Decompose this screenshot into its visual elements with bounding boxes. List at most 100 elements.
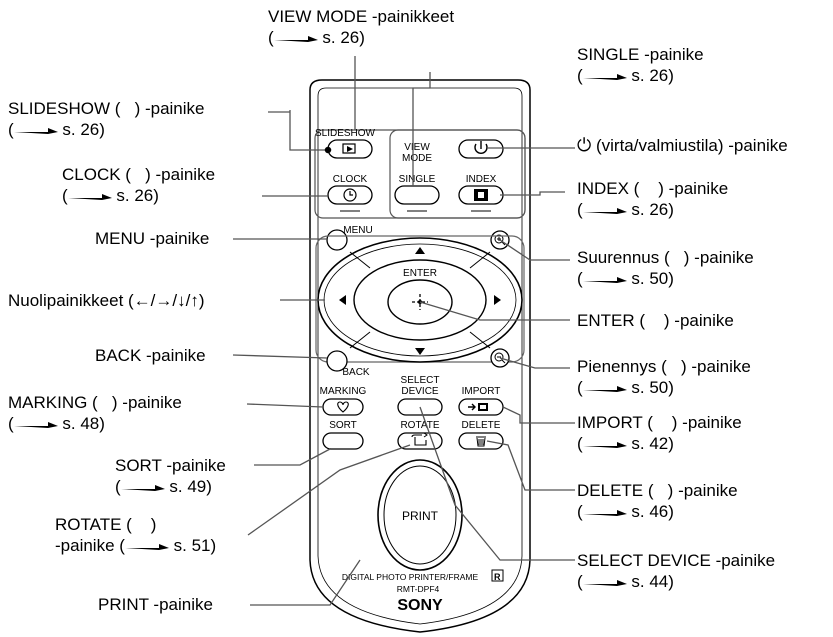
marking-text: MARKING ( ) -painike: [8, 393, 182, 412]
rotate-label: ROTATE: [400, 420, 439, 431]
zoom-out-text: Pienennys ( ) -painike: [577, 357, 751, 376]
delete-text: DELETE ( ) -painike: [577, 481, 738, 500]
annotation-view-mode: VIEW MODE -painikkeet ( s. 26): [268, 6, 454, 48]
power-text: (virta/valmiustila) -painike: [595, 136, 788, 155]
sort-text: SORT -painike: [115, 456, 226, 475]
power-icon: ⏻: [577, 135, 592, 155]
index-text: INDEX ( ) -painike: [577, 179, 729, 198]
arrow-right-icon: [13, 422, 58, 428]
delete-label: DELETE: [462, 420, 501, 431]
sort-ref: ( s. 49): [115, 477, 212, 496]
annotation-index: INDEX ( ) -painike ( s. 26): [577, 178, 728, 220]
annotation-single: SINGLE -painike ( s. 26): [577, 44, 704, 86]
single-label: SINGLE: [399, 174, 436, 185]
select-device-text: SELECT DEVICE -painike: [577, 551, 776, 570]
annotation-import: IMPORT ( ) -painike ( s. 42): [577, 412, 742, 454]
annotation-clock: CLOCK ( ) -painike ( s. 26): [62, 164, 215, 206]
arrow-right-icon: [582, 277, 627, 283]
slideshow-text: SLIDESHOW ( ) -painike: [8, 99, 205, 118]
print-button: [383, 465, 457, 565]
r-mark-icon: [491, 569, 504, 582]
arrow-right-icon: [494, 295, 501, 305]
index-label: INDEX: [466, 174, 497, 185]
menu-button: [326, 229, 348, 251]
single-button: [394, 185, 440, 205]
marking-label: MARKING: [320, 386, 367, 397]
sort-label: SORT: [329, 420, 357, 431]
arrow-right-icon: [120, 485, 165, 491]
arrow-right-icon: [582, 208, 627, 214]
view-mode-ref: ( s. 26): [268, 28, 365, 47]
annotation-enter: ENTER ( ) -painike: [577, 310, 734, 331]
arrow-right-icon: [13, 128, 58, 134]
power-icon: [474, 141, 488, 154]
arrow-right-icon: [273, 36, 318, 42]
annotation-arrows: Nuolipainikkeet (←/→/↓/↑): [8, 290, 205, 311]
annotation-zoom-out: Pienennys ( ) -painike ( s. 50): [577, 356, 751, 398]
menu-label: MENU: [343, 225, 372, 236]
annotation-menu: MENU -painike: [95, 228, 209, 249]
select-device-ref: ( s. 44): [577, 572, 674, 591]
arrow-right-icon: [582, 442, 627, 448]
sort-button: [322, 432, 364, 450]
annotation-back: BACK -painike: [95, 345, 206, 366]
arrow-right-icon: [582, 74, 627, 80]
brand-label: SONY: [397, 597, 443, 614]
single-text: SINGLE -painike: [577, 45, 704, 64]
back-label: BACK: [342, 367, 370, 378]
select-label-1: SELECT: [401, 375, 440, 386]
slideshow-icon: [342, 143, 356, 154]
remote-labels: SLIDESHOW VIEW MODE CLOCK SINGLE INDEX M…: [315, 128, 501, 614]
annotation-zoom-in: Suurennus ( ) -painike ( s. 50): [577, 247, 754, 289]
annotation-rotate: ROTATE ( ) -painike ( s. 51): [55, 514, 216, 556]
trash-icon: [476, 436, 486, 447]
model-label-2: RMT-DPF4: [397, 584, 440, 594]
slideshow-label: SLIDESHOW: [315, 128, 376, 139]
annotation-slideshow: SLIDESHOW ( ) -painike ( s. 26): [8, 98, 205, 140]
enter-text: ENTER ( ) -painike: [577, 311, 734, 330]
zoom-out-ref: ( s. 50): [577, 378, 674, 397]
annotation-print: PRINT -painike: [98, 594, 213, 615]
marking-ref: ( s. 48): [8, 414, 105, 433]
arrow-right-icon: [67, 194, 112, 200]
import-label: IMPORT: [462, 386, 501, 397]
rotate-text: ROTATE ( ): [55, 515, 157, 534]
svg-text:R: R: [494, 572, 501, 582]
annotation-power: ⏻ (virta/valmiustila) -painike: [577, 135, 788, 156]
zoom-in-text: Suurennus ( ) -painike: [577, 248, 754, 267]
arrow-right-icon: [582, 580, 627, 586]
import-icon: [468, 403, 476, 411]
model-label-1: DIGITAL PHOTO PRINTER/FRAME: [342, 572, 479, 582]
annotation-delete: DELETE ( ) -painike ( s. 46): [577, 480, 738, 522]
annotation-sort: SORT -painike ( s. 49): [115, 455, 226, 497]
rotate-icon: [411, 434, 427, 446]
arrow-right-icon: [582, 386, 627, 392]
zoom-in-ref: ( s. 50): [577, 269, 674, 288]
delete-ref: ( s. 46): [577, 502, 674, 521]
arrow-right-icon: [582, 510, 627, 516]
select-label-2: DEVICE: [401, 386, 439, 397]
back-button: [326, 350, 348, 372]
arrows-text: Nuolipainikkeet (←/→/↓/↑): [8, 291, 205, 310]
clock-ref: ( s. 26): [62, 186, 159, 205]
print-label: PRINT: [402, 509, 439, 523]
arrow-down-icon: [415, 348, 425, 355]
annotation-marking: MARKING ( ) -painike ( s. 48): [8, 392, 182, 434]
index-ref: ( s. 26): [577, 200, 674, 219]
heart-icon: [337, 401, 349, 413]
arrow-left-icon: [339, 295, 346, 305]
import-text: IMPORT ( ) -painike: [577, 413, 742, 432]
slideshow-ref: ( s. 26): [8, 120, 105, 139]
clock-icon: [343, 188, 357, 202]
menu-text: MENU -painike: [95, 229, 210, 248]
arrow-up-icon: [415, 247, 425, 254]
view-mode-label-1: VIEW: [404, 142, 430, 153]
arrow-right-icon: [124, 544, 169, 550]
clock-label: CLOCK: [333, 174, 368, 185]
back-text: BACK -painike: [95, 346, 206, 365]
rotate-ref: -painike ( s. 51): [55, 536, 217, 555]
enter-label: ENTER: [403, 268, 437, 279]
single-ref: ( s. 26): [577, 66, 674, 85]
view-mode-label-2: MODE: [402, 153, 432, 164]
